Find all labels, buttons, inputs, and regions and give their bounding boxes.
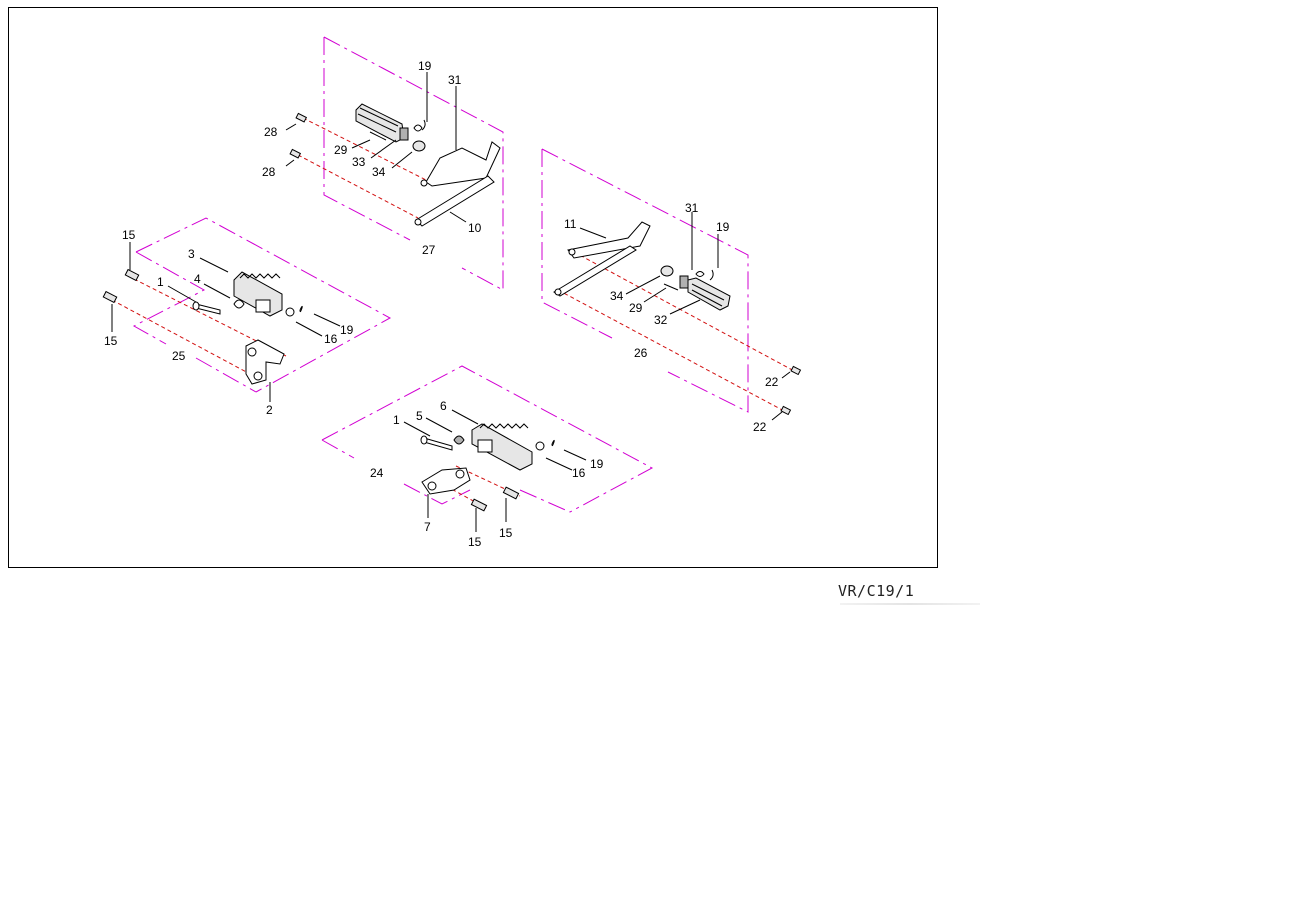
label-19: 19 xyxy=(716,220,730,234)
bracket-10 xyxy=(414,141,501,227)
diagram-frame xyxy=(8,7,938,568)
group-25-front-left-footrest: 15 3 4 1 19 16 15 25 2 xyxy=(102,217,392,417)
bracket-7 xyxy=(421,467,471,495)
axis-line xyxy=(111,299,251,375)
clip-19 xyxy=(709,269,714,281)
label-31: 31 xyxy=(685,201,699,215)
bolt-22-lower xyxy=(780,405,792,416)
bolt-15-upper xyxy=(124,268,140,282)
clip-19 xyxy=(299,305,303,313)
group-24-front-right-footrest: 1 5 6 19 16 24 7 15 15 xyxy=(321,365,654,549)
group-25-outline xyxy=(132,217,392,393)
washer-16 xyxy=(285,307,295,317)
label-28: 28 xyxy=(262,165,276,179)
bolt-15-left xyxy=(470,498,488,512)
label-6: 6 xyxy=(440,399,447,413)
label-15: 15 xyxy=(122,228,136,242)
label-15: 15 xyxy=(499,526,513,540)
label-22: 22 xyxy=(753,420,767,434)
clip-31 xyxy=(695,271,705,277)
label-29: 29 xyxy=(629,301,643,315)
clip-19 xyxy=(413,124,423,132)
label-34: 34 xyxy=(372,165,386,179)
washer-34 xyxy=(412,140,426,152)
label-19: 19 xyxy=(340,323,354,337)
label-28: 28 xyxy=(264,125,278,139)
clip-19 xyxy=(551,439,555,447)
label-7: 7 xyxy=(424,520,431,534)
spring-5 xyxy=(453,435,465,445)
label-19: 19 xyxy=(590,457,604,471)
label-1: 1 xyxy=(393,413,400,427)
spring-4 xyxy=(233,299,245,309)
washer-34 xyxy=(660,265,674,277)
label-25: 25 xyxy=(172,349,186,363)
label-11: 11 xyxy=(564,217,577,231)
pin-29 xyxy=(663,283,679,291)
pin-29 xyxy=(369,131,387,141)
bolt-22-upper xyxy=(790,365,802,376)
label-5: 5 xyxy=(416,409,423,423)
label-31: 31 xyxy=(448,73,462,87)
footpeg-rubber-32 xyxy=(679,275,731,311)
group-27-rear-left-footrest: 19 31 28 28 29 33 34 10 27 xyxy=(262,36,504,291)
group-26-rear-right-footrest: 11 31 19 34 29 32 26 22 22 xyxy=(541,148,802,434)
drawing-code: VR/C19/1 xyxy=(838,582,915,600)
bracket-2 xyxy=(245,339,285,385)
bolt-28-lower xyxy=(289,148,302,159)
label-32: 32 xyxy=(654,313,668,327)
washer-16 xyxy=(535,441,545,451)
bolt-28-upper xyxy=(295,112,308,123)
label-26: 26 xyxy=(634,346,648,360)
label-16: 16 xyxy=(572,466,586,480)
axis-line xyxy=(297,154,419,219)
group-27-outline xyxy=(323,36,504,291)
label-27: 27 xyxy=(422,243,436,257)
label-24: 24 xyxy=(370,466,384,480)
label-33: 33 xyxy=(352,155,366,169)
group-26-outline xyxy=(541,148,749,413)
label-4: 4 xyxy=(194,272,201,286)
axis-line xyxy=(557,289,787,413)
footpeg-3 xyxy=(233,271,283,317)
label-10: 10 xyxy=(468,221,482,235)
label-34: 34 xyxy=(610,289,624,303)
axis-line xyxy=(302,117,433,184)
label-16: 16 xyxy=(324,332,338,346)
label-15: 15 xyxy=(468,535,482,549)
label-15: 15 xyxy=(104,334,118,348)
bolt-15-right xyxy=(502,486,520,500)
bracket-11 xyxy=(553,221,651,297)
label-22: 22 xyxy=(765,375,779,389)
label-29: 29 xyxy=(334,143,348,157)
bolt-15-lower xyxy=(102,290,118,304)
group-24-outline xyxy=(321,365,654,513)
label-19: 19 xyxy=(418,59,432,73)
label-2: 2 xyxy=(266,403,273,417)
axis-line xyxy=(573,251,797,373)
footpeg-rubber-33 xyxy=(355,103,409,143)
pin-1 xyxy=(423,437,453,451)
label-1: 1 xyxy=(157,275,164,289)
label-3: 3 xyxy=(188,247,195,261)
footpeg-6 xyxy=(471,423,533,471)
code-underline-mark xyxy=(840,603,980,605)
